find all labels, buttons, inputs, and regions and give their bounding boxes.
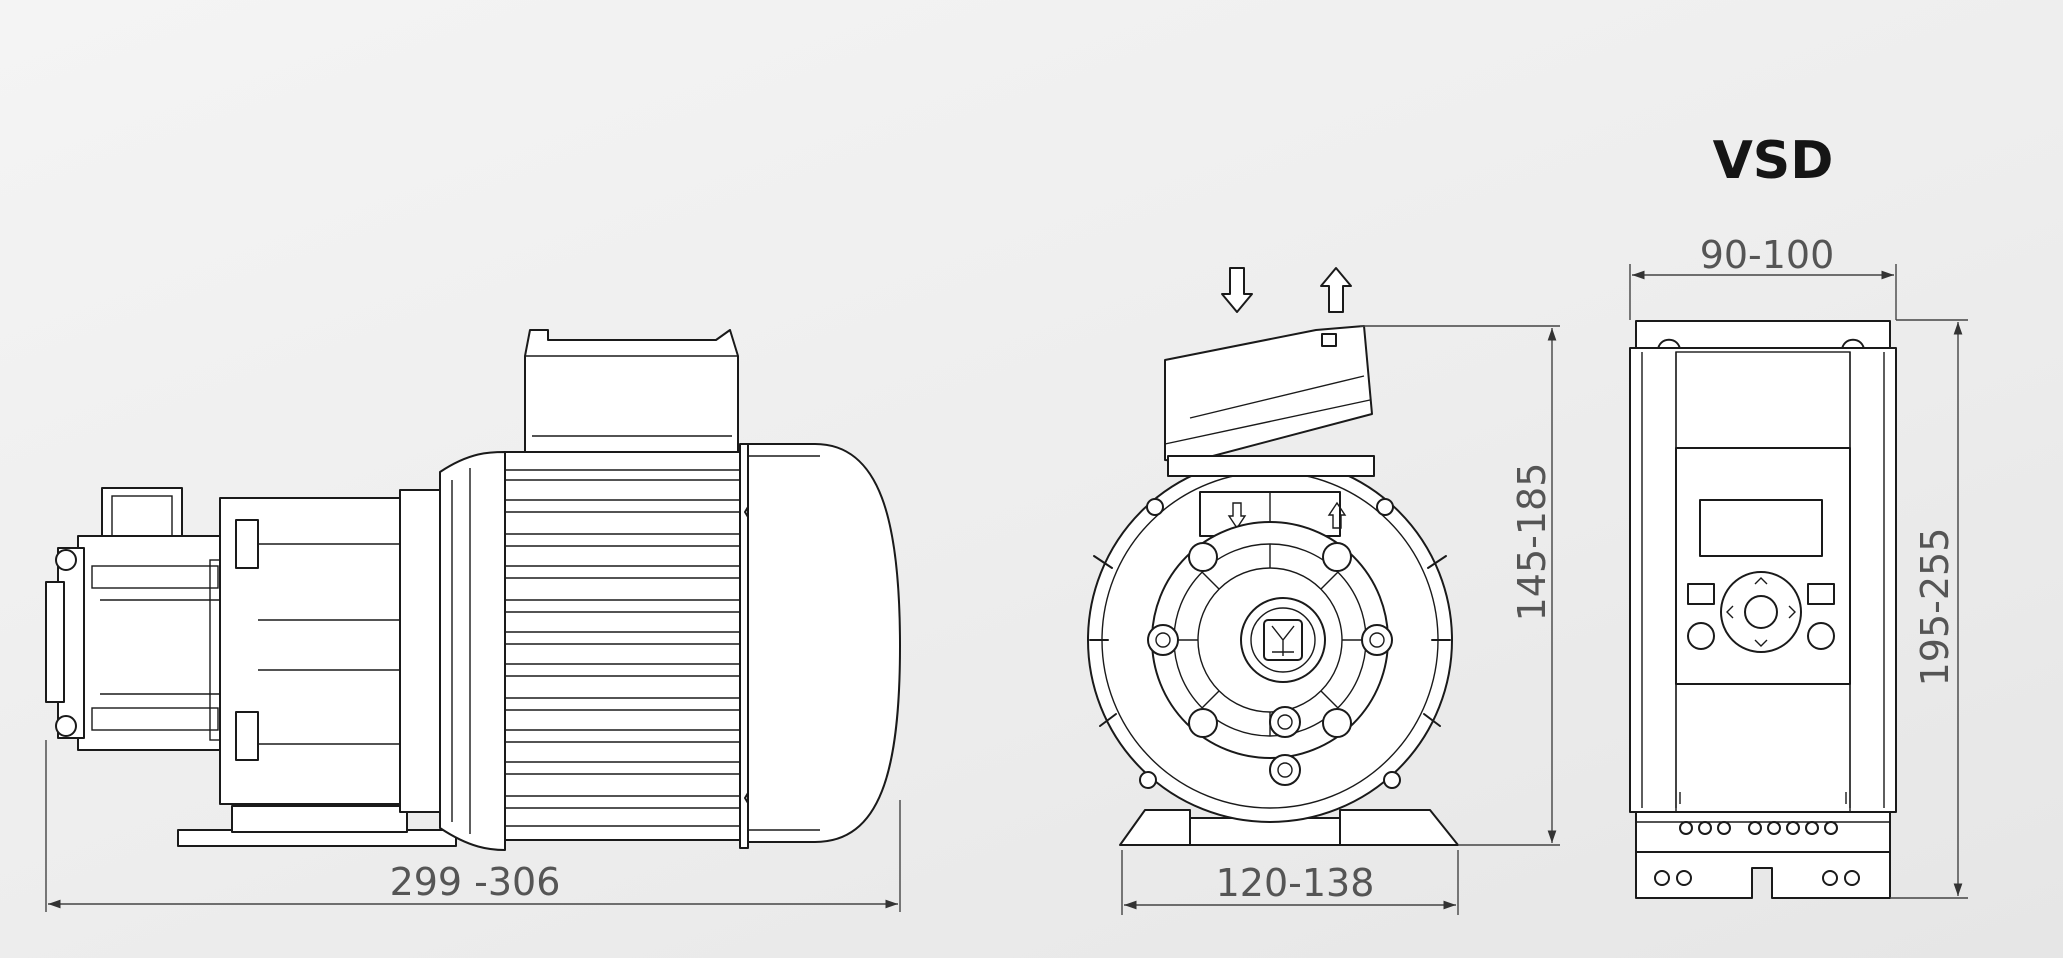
vsd-height-dimension: 195-255 [1890, 319, 1968, 899]
vsd-stop-button [1807, 622, 1835, 650]
vsd-front-view [1629, 320, 1897, 899]
vsd-width-dimension: 90-100 [1629, 233, 1897, 320]
pump-width-dimension: 120-138 [1121, 850, 1459, 915]
pump-height-dimension: 145-185 [1360, 325, 1560, 846]
pump-front-view [1087, 267, 1459, 846]
vsd-title: VSD [1713, 131, 1834, 191]
vsd-right-softkey [1807, 583, 1835, 605]
vsd-height-label: 195-255 [1913, 528, 1957, 687]
pump-length-label: 299 -306 [390, 860, 561, 904]
outlet-arrow-icon [1320, 267, 1352, 313]
vsd-left-softkey [1687, 583, 1715, 605]
pump-width-label: 120-138 [1216, 861, 1375, 905]
pump-height-label: 145-185 [1510, 463, 1554, 622]
vsd-width-label: 90-100 [1700, 233, 1835, 277]
vsd-display [1699, 499, 1823, 557]
pump-length-dimension: 299 -306 [45, 740, 901, 912]
vsd-start-button [1687, 622, 1715, 650]
vsd-ok-button [1744, 595, 1778, 629]
inlet-arrow-icon [1221, 267, 1253, 313]
pump-side-view [45, 329, 901, 851]
